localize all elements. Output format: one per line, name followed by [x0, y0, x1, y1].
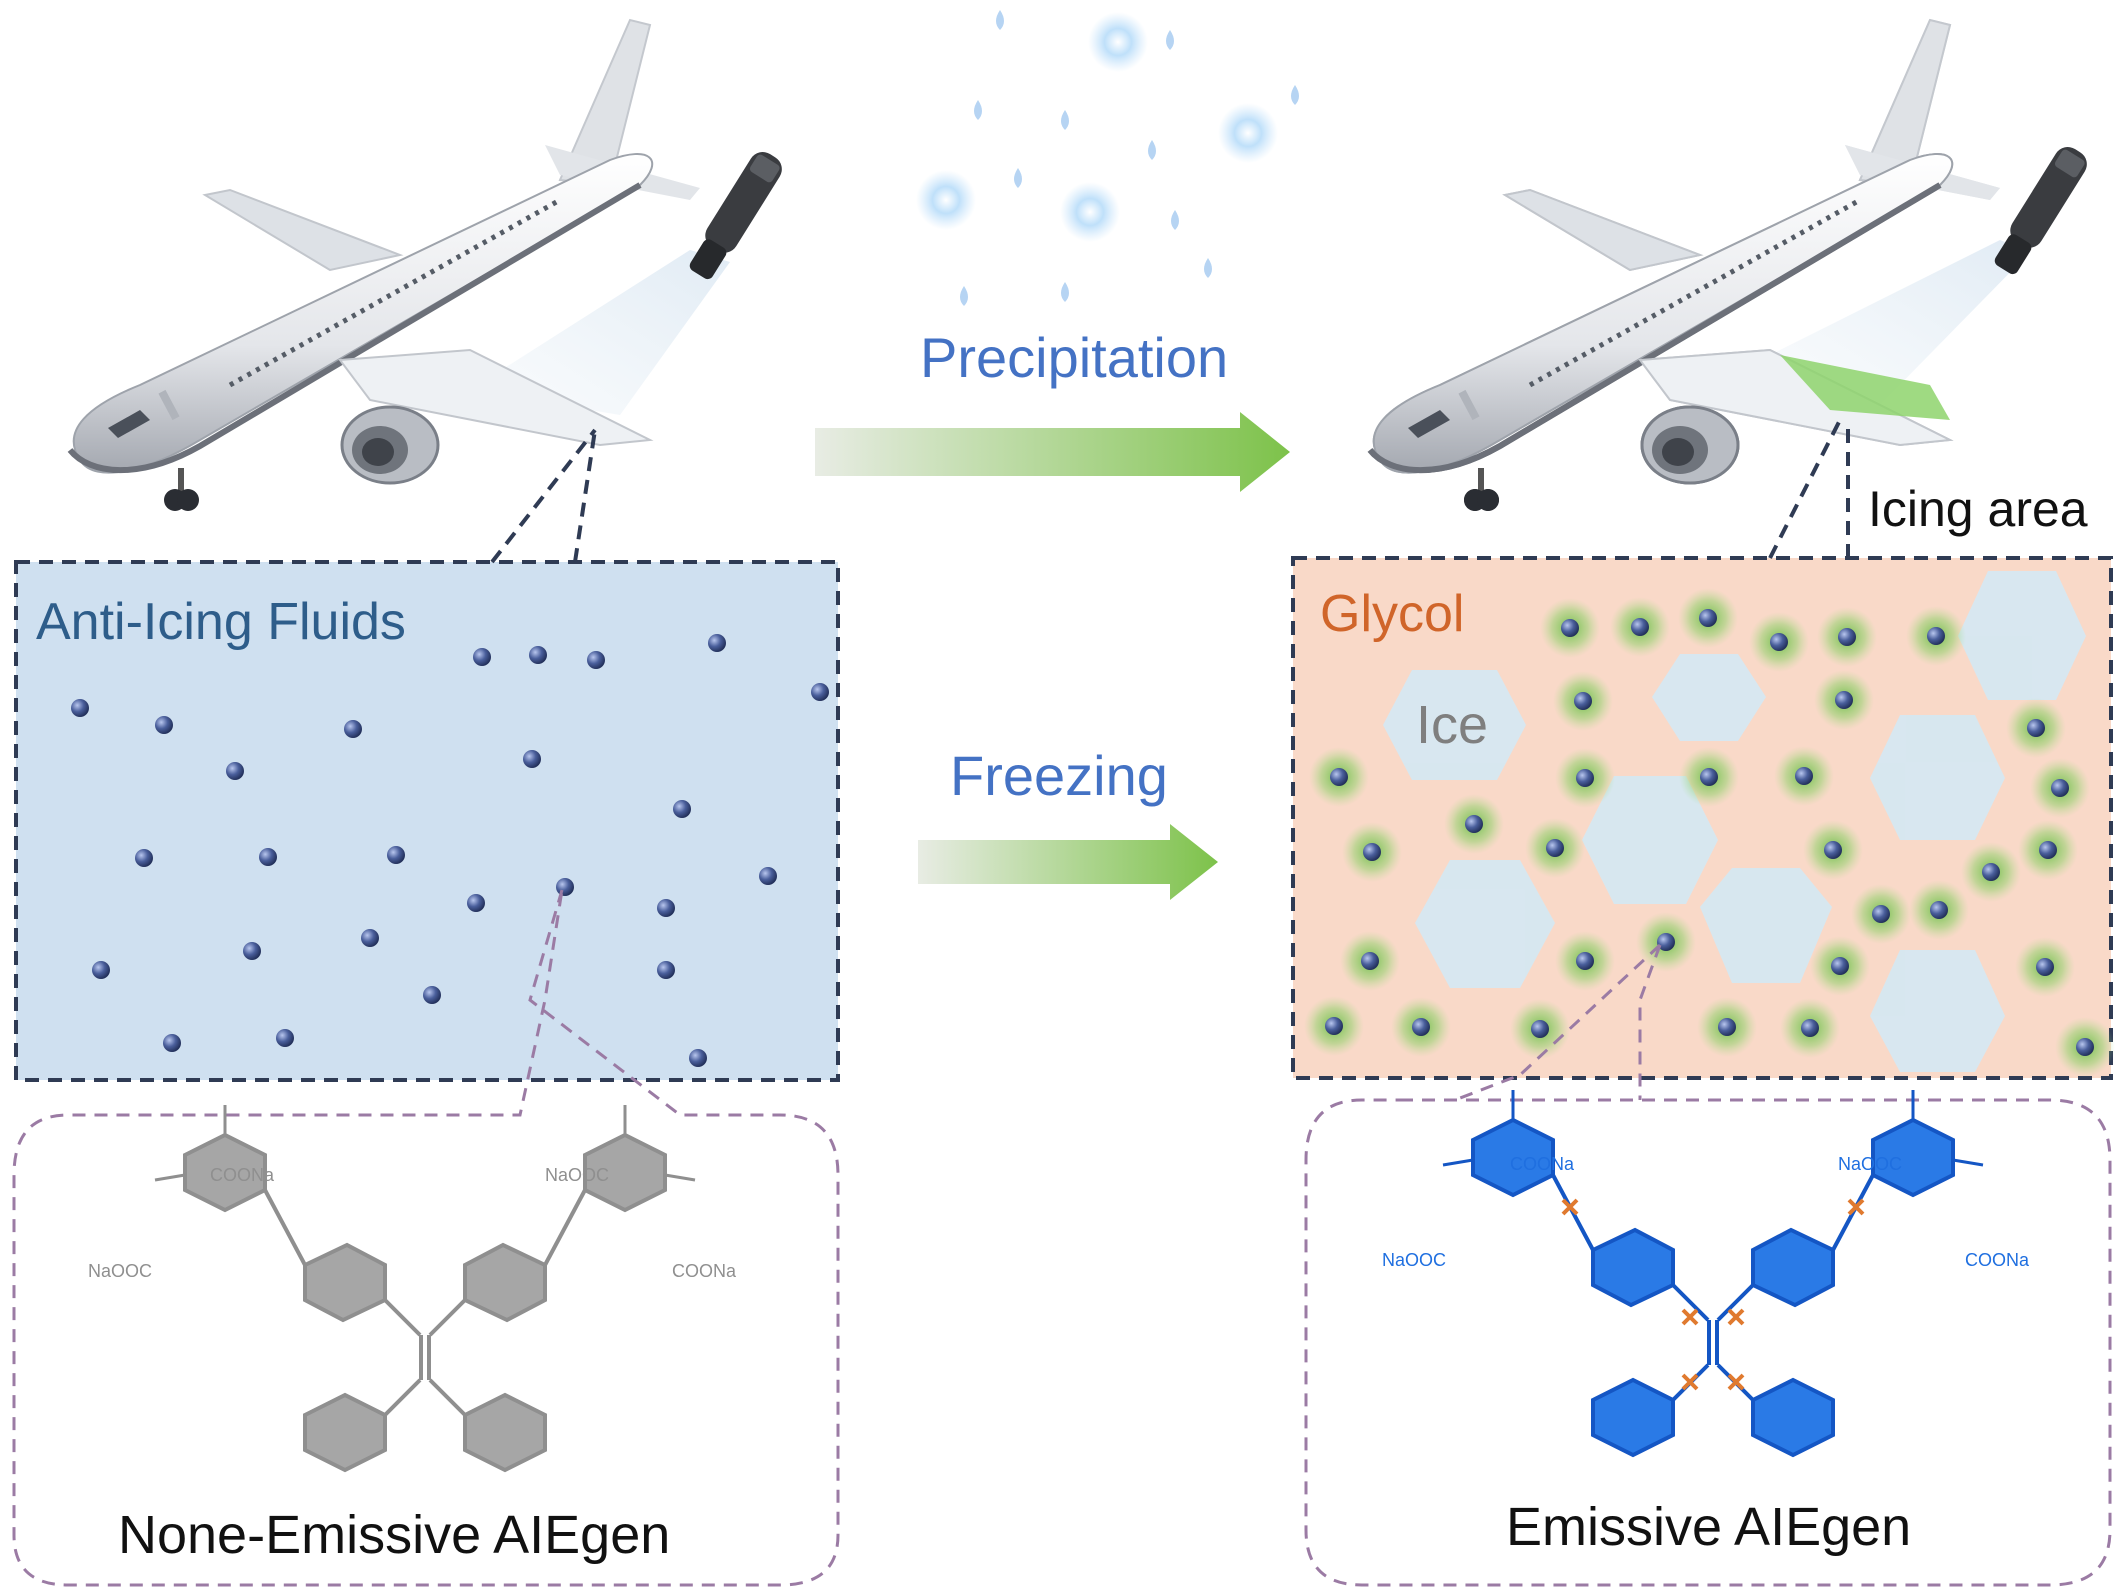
- sprayer-right-icon: [1989, 142, 2092, 279]
- aiegen-nonemissive-molecule: [155, 1105, 695, 1470]
- panel-leader-left: [492, 430, 595, 562]
- freezing-arrow: [918, 824, 1218, 900]
- glycol-label: Glycol: [1320, 588, 1464, 640]
- icing-area-label: Icing area: [1868, 484, 2088, 534]
- chem-label-right-2: NaOOC: [1382, 1250, 1446, 1270]
- chem-label-left-3: NaOOC: [545, 1165, 609, 1185]
- ice-label: Ice: [1416, 698, 1488, 752]
- aiegen-emissive-molecule: [1443, 1090, 1983, 1455]
- chem-label-left-1: COONa: [210, 1165, 275, 1185]
- chem-label-right-4: COONa: [1965, 1250, 2030, 1270]
- airplane-left-icon: [70, 20, 787, 511]
- precipitation-particles: [916, 10, 1299, 306]
- chem-label-right-3: NaOOC: [1838, 1154, 1902, 1174]
- precipitation-arrow: [815, 412, 1290, 492]
- panel-leader-right: [1770, 420, 1848, 558]
- chem-label-left-4: COONa: [672, 1261, 737, 1281]
- snowflake-icon: [916, 12, 1278, 242]
- airplane-right-icon: [1370, 20, 2092, 511]
- anti-icing-fluids-label: Anti-Icing Fluids: [36, 596, 406, 648]
- sprayer-left-icon: [684, 147, 787, 284]
- emissive-label: Emissive AIEgen: [1506, 1500, 1911, 1554]
- chem-label-right-1: COONa: [1510, 1154, 1575, 1174]
- chem-label-left-2: NaOOC: [88, 1261, 152, 1281]
- precipitation-label: Precipitation: [920, 330, 1228, 386]
- freezing-label: Freezing: [950, 748, 1168, 804]
- none-emissive-label: None-Emissive AIEgen: [118, 1508, 670, 1562]
